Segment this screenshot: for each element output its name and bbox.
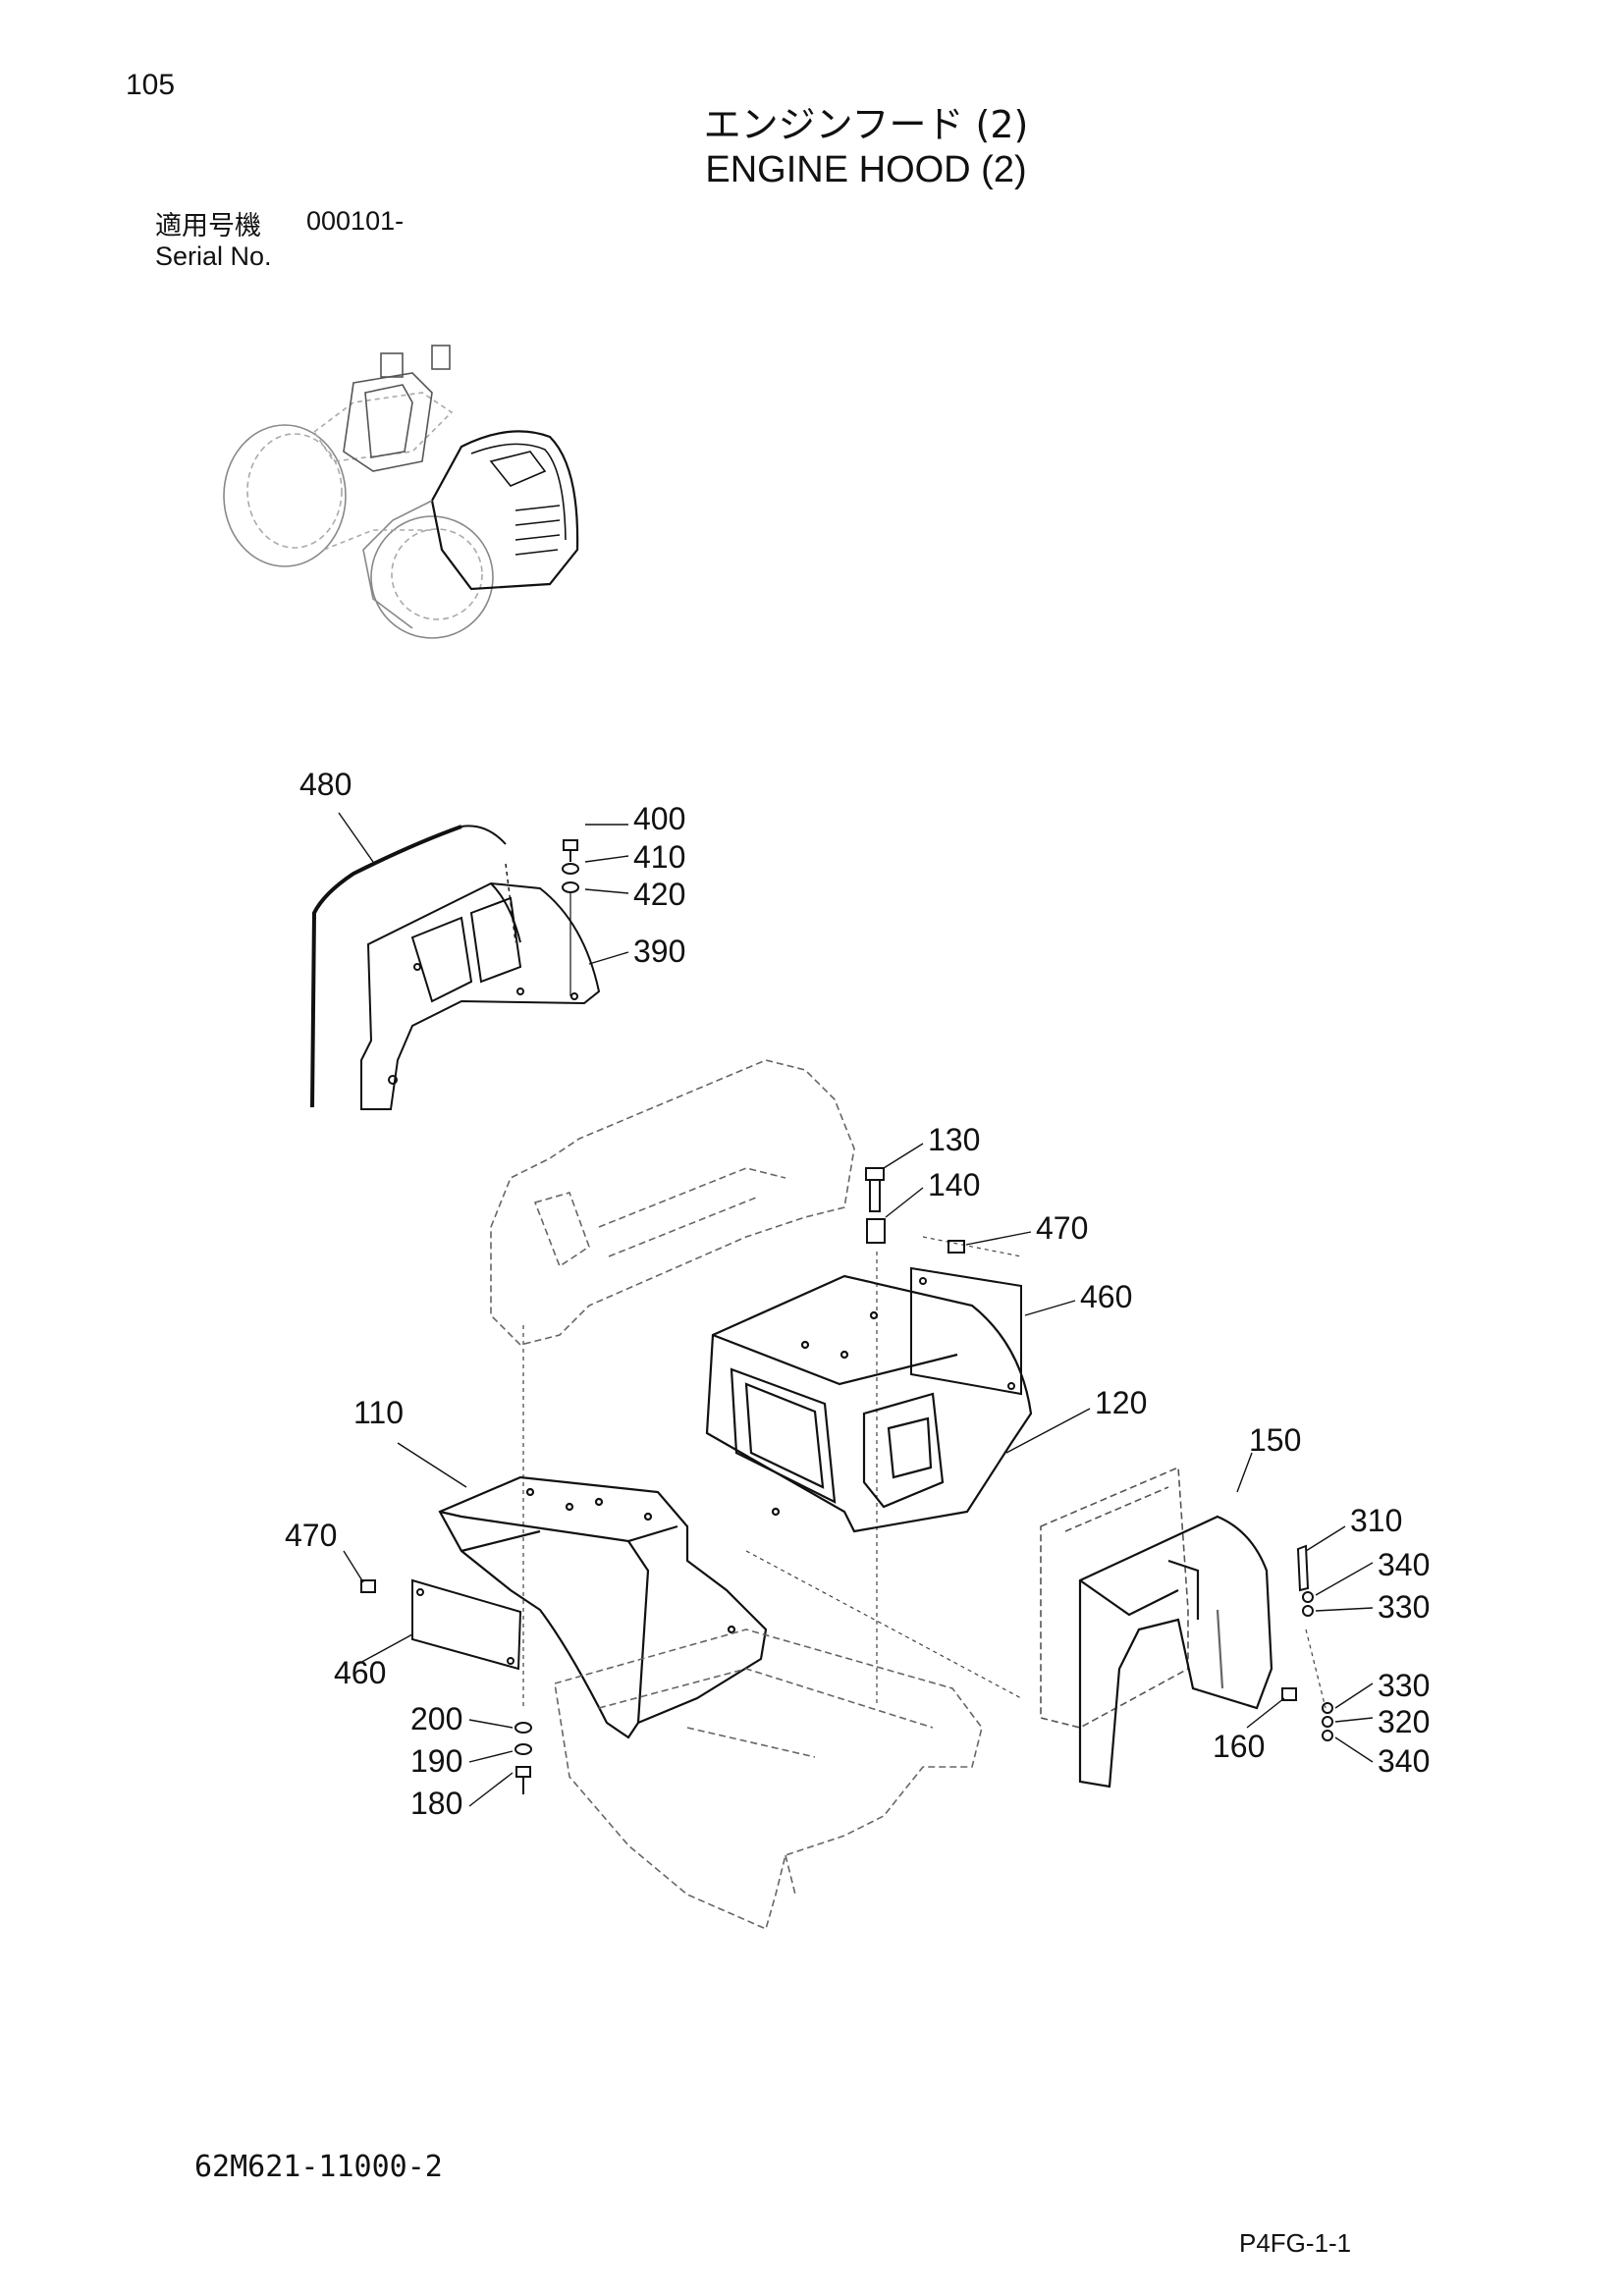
- part-480-trim-strip: [310, 825, 507, 1108]
- page-code: P4FG-1-1: [1239, 2228, 1352, 2258]
- part-110-fender: [438, 1475, 768, 1739]
- callout-470-lower: 470: [285, 1518, 337, 1553]
- callout-480: 480: [299, 767, 352, 802]
- callout-150: 150: [1249, 1422, 1301, 1458]
- callout-120: 120: [1095, 1385, 1147, 1420]
- part-460-lower-plate: [411, 1578, 522, 1671]
- callout-340-lower: 340: [1378, 1743, 1430, 1779]
- hardware-310-340: [1281, 1544, 1333, 1741]
- callout-460-lower: 460: [334, 1655, 386, 1690]
- bolt-stack-180-200: [514, 1722, 532, 1794]
- part-390-bracket-panel: [360, 863, 601, 1110]
- frame-upper-ghost: [490, 1059, 855, 1346]
- callout-400: 400: [633, 801, 685, 836]
- vehicle-overview-illustration: [223, 345, 579, 639]
- callout-labels: 480 400 410 420 390 130 140 470 460 120 …: [285, 767, 1430, 1821]
- callout-320: 320: [1378, 1704, 1430, 1739]
- screw-470-upper: [947, 1240, 965, 1254]
- part-120-cover: [705, 1274, 1033, 1533]
- callout-110: 110: [353, 1395, 404, 1430]
- assembly-guide-lines: [522, 1236, 1326, 1709]
- screw-470-lower: [360, 1579, 376, 1593]
- callout-390: 390: [633, 934, 685, 969]
- callout-330-upper: 330: [1378, 1589, 1430, 1625]
- callout-420: 420: [633, 877, 685, 912]
- page-number: 105: [126, 69, 176, 101]
- callout-410: 410: [633, 839, 685, 875]
- callout-340-upper: 340: [1378, 1547, 1430, 1582]
- serial-number-value: 000101-: [306, 206, 405, 236]
- serial-label-english: Serial No.: [155, 241, 272, 271]
- callout-460-upper: 460: [1080, 1279, 1132, 1314]
- chassis-lower-ghost: [554, 1629, 983, 1931]
- part-460-upper-plate: [910, 1266, 1022, 1396]
- callout-470-upper: 470: [1036, 1210, 1088, 1246]
- part-radiator-frame: [1040, 1466, 1189, 1729]
- callout-140: 140: [928, 1167, 980, 1202]
- callout-130: 130: [928, 1122, 980, 1157]
- callout-leader-lines: [338, 812, 1374, 1807]
- callout-310: 310: [1350, 1503, 1402, 1538]
- callout-330-lower: 330: [1378, 1668, 1430, 1703]
- callout-180: 180: [410, 1786, 462, 1821]
- callout-160: 160: [1213, 1729, 1265, 1764]
- bolt-130-spacer-140: [865, 1167, 886, 1244]
- bolt-stack-400-420: [562, 839, 579, 996]
- title-english: ENGINE HOOD (2): [705, 149, 1027, 190]
- title-japanese: エンジンフード (2): [703, 103, 1029, 146]
- drawing-number: 62M621-11000-2: [194, 2150, 443, 2184]
- callout-190: 190: [410, 1743, 462, 1779]
- part-150-shroud: [1078, 1515, 1273, 1789]
- callout-200: 200: [410, 1701, 462, 1736]
- serial-label-japanese: 適用号機: [155, 211, 261, 241]
